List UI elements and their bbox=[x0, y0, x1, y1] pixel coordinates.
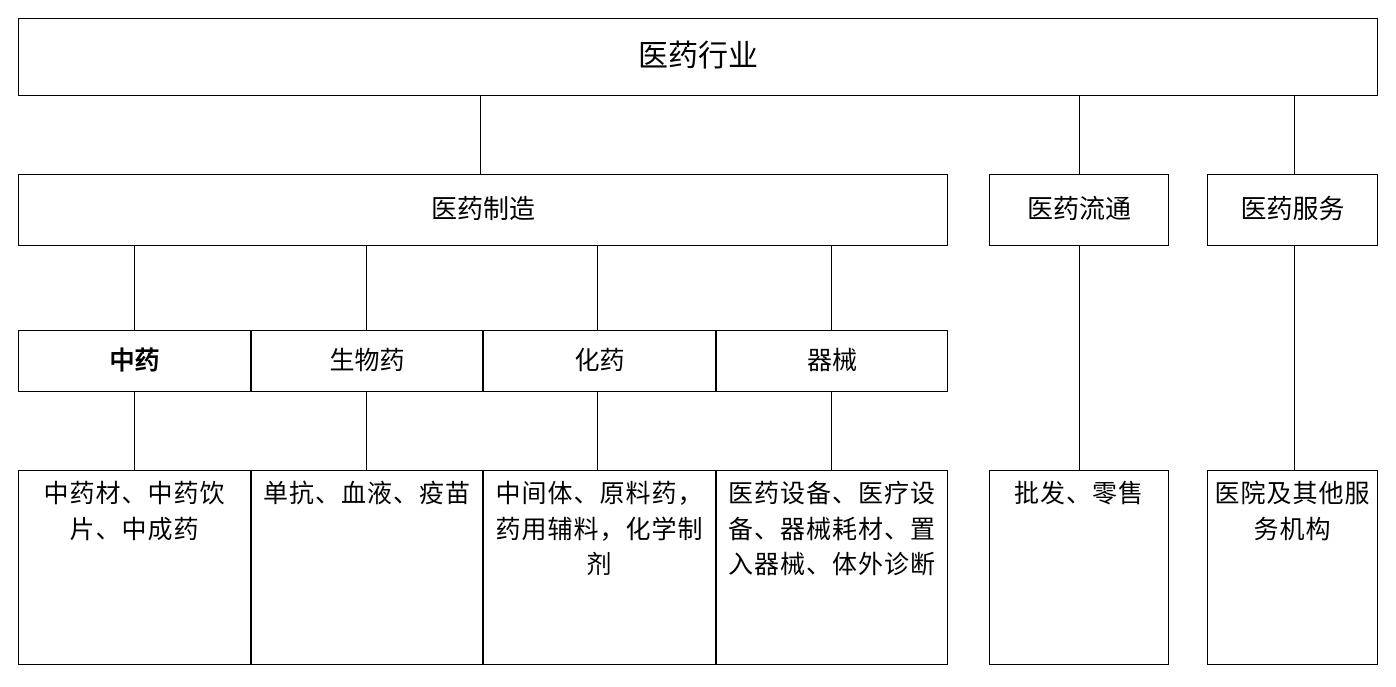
node-pharma-distribution-detail: 批发、零售 bbox=[989, 470, 1169, 665]
node-devices-label: 器械 bbox=[806, 347, 857, 375]
connector-manufacturing-to-tcm bbox=[134, 246, 135, 331]
node-chemical-drugs-detail-label: 中间体、原料药，药用辅料，化学制剂 bbox=[495, 481, 704, 579]
node-pharma-services-detail-label: 医院及其他服务机构 bbox=[1214, 481, 1371, 544]
node-tcm: 中药 bbox=[18, 330, 251, 392]
node-biologics-label: 生物药 bbox=[329, 347, 405, 375]
node-tcm-label: 中药 bbox=[109, 347, 160, 375]
node-chemical-drugs-label: 化药 bbox=[574, 347, 625, 375]
connector-root-to-distribution bbox=[1079, 96, 1080, 174]
connector-manufacturing-to-biologics bbox=[366, 246, 367, 331]
node-pharma-distribution-detail-label: 批发、零售 bbox=[1013, 481, 1144, 508]
connector-manufacturing-to-chemical bbox=[597, 246, 598, 331]
node-tcm-detail-label: 中药材、中药饮片、中成药 bbox=[43, 481, 226, 544]
connector-biologics-to-detail bbox=[366, 392, 367, 471]
connector-distribution-to-detail bbox=[1079, 246, 1080, 471]
node-tcm-detail: 中药材、中药饮片、中成药 bbox=[18, 470, 251, 665]
connector-services-to-detail bbox=[1294, 246, 1295, 471]
connector-root-to-manufacturing bbox=[480, 96, 481, 174]
connector-chemical-to-detail bbox=[597, 392, 598, 471]
node-chemical-drugs: 化药 bbox=[483, 330, 716, 392]
node-pharma-services: 医药服务 bbox=[1207, 174, 1378, 246]
node-pharma-distribution-label: 医药流通 bbox=[1026, 194, 1131, 225]
connector-devices-to-detail bbox=[831, 392, 832, 471]
node-pharma-distribution: 医药流通 bbox=[989, 174, 1169, 246]
connector-root-to-services bbox=[1294, 96, 1295, 174]
node-devices-detail-label: 医药设备、医疗设备、器械耗材、置入器械、体外诊断 bbox=[727, 481, 936, 579]
connector-manufacturing-to-devices bbox=[831, 246, 832, 331]
node-biologics-detail: 单抗、血液、疫苗 bbox=[251, 470, 483, 665]
node-devices-detail: 医药设备、医疗设备、器械耗材、置入器械、体外诊断 bbox=[716, 470, 948, 665]
node-pharma-industry: 医药行业 bbox=[18, 18, 1378, 96]
node-pharma-services-detail: 医院及其他服务机构 bbox=[1207, 470, 1378, 665]
node-pharma-services-label: 医药服务 bbox=[1240, 194, 1345, 225]
node-pharma-manufacturing: 医药制造 bbox=[18, 174, 948, 246]
node-pharma-manufacturing-label: 医药制造 bbox=[430, 194, 535, 225]
node-pharma-industry-label: 医药行业 bbox=[638, 40, 758, 73]
connector-tcm-to-detail bbox=[134, 392, 135, 471]
node-biologics: 生物药 bbox=[251, 330, 483, 392]
node-devices: 器械 bbox=[716, 330, 948, 392]
node-chemical-drugs-detail: 中间体、原料药，药用辅料，化学制剂 bbox=[483, 470, 716, 665]
node-biologics-detail-label: 单抗、血液、疫苗 bbox=[262, 481, 471, 508]
